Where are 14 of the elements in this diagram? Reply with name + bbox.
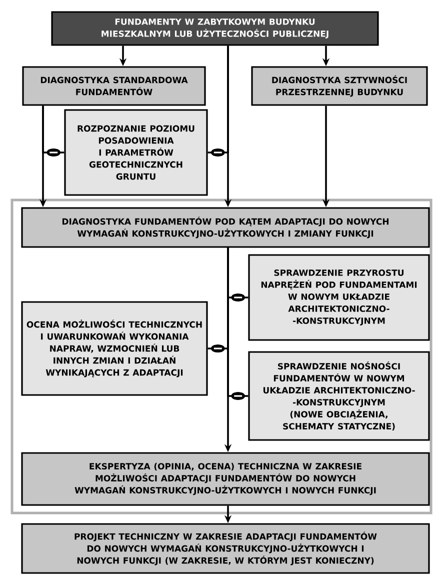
- process-box: ROZPOZNANIE POZIOMU POSADOWIENIA I PARAMETRÓW GEOTECHNICZNYCH GRUNTU: [64, 109, 208, 196]
- process-box: SPRAWDZENIE NOŚNOŚCI FUNDAMENTÓW W NOWYM UKŁADZIE ARCHITEKTONICZNO- -KONSTRUKCYJNYM (NOWE OBCIĄŻENIA, SCHEMATY STATYCZNE): [248, 351, 430, 441]
- process-box: OCENA MOŻLIWOŚCI TECHNICZNYCH I UWARUNKOWAŃ WYKONANIA NAPRAW, WZMOCNIEŃ LUB INNYCH ZMIAN I DZIAŁAŃ WYNIKAJĄCYCH Z ADAPTACJI: [21, 301, 208, 396]
- connector: [208, 46, 229, 156]
- process-box: SPRAWDZENIE PRZYROSTU NAPRĘŻEŃ POD FUNDAMENTAMI W NOWYM UKŁADZIE ARCHITEKTONICZNO- -KONSTRUKCYJNYM: [248, 254, 430, 341]
- process-box: EKSPERTYZA (OPINIA, OCENA) TECHNICZNA W ZAKRESIE MOŻLIWOŚCI ADAPTACJI FUNDAMENTÓW DO NOWYCH WYMAGAŃ KONSTRUKCYJNO-UŻYTKOWYCH I NOWYCH FUNKCJI: [21, 452, 430, 506]
- process-box: DIAGNOSTYKA SZTYWNOŚCI PRZESTRZENNEJ BUDYNKU: [251, 66, 428, 106]
- group-frame: [10, 198, 432, 514]
- connector: [42, 106, 64, 156]
- title-box: FUNDAMENTY W ZABYTKOWYM BUDYNKU MIESZKALNYM LUB UŻYTECZNOŚCI PUBLICZNEJ: [51, 11, 379, 46]
- process-box: DIAGNOSTYKA STANDARDOWA FUNDAMENTÓW: [22, 66, 206, 106]
- result-box: PROJEKT TECHNICZNY W ZAKRESIE ADAPTACJI FUNDAMENTÓW DO NOWYCH WYMAGAŃ KONSTRUKCYJNO-UŻYTKOWYCH I NOWYCH FUNKCJI (W ZAKRESIE, W KTÓRYM JEST KONIECZNY): [21, 523, 430, 574]
- process-box: DIAGNOSTYKA FUNDAMENTÓW POD KĄTEM ADAPTACJI DO NOWYCH WYMAGAŃ KONSTRUKCYJNO-UŻYTKOWYCH I ZMIANY FUNKCJI: [21, 207, 430, 248]
- connector: [227, 248, 248, 400]
